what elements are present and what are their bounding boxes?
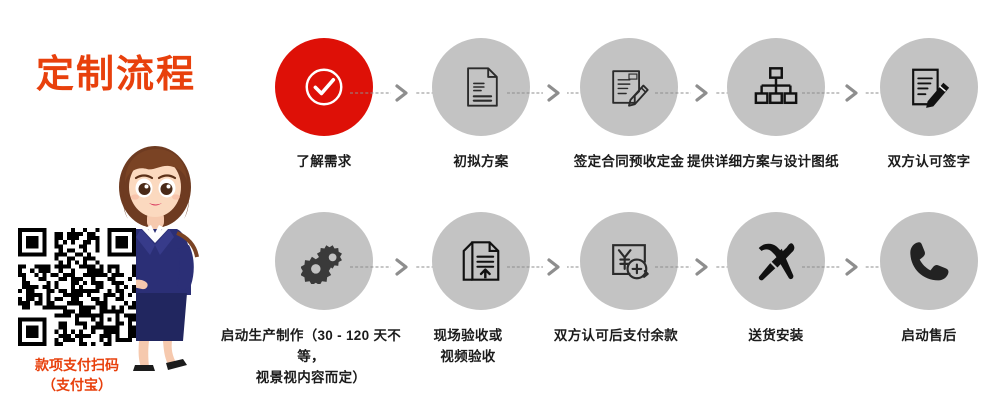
qr-caption-line-1: 款项支付扫码 [35,357,119,373]
process-step-3[interactable]: 签定合同预收定金 [555,38,703,213]
process-step-label: 现场验收或 视频验收 [433,328,503,364]
chevron-right-icon [543,258,567,276]
process-flow-row-2: 启动生产制作（30 - 120 天不等， 视景视内容而定） 现场验收或 视频验收 双… [221,212,989,387]
check-circle-icon [301,64,347,110]
process-connector [802,258,903,276]
process-step-circle [727,38,825,136]
process-step-label: 提供详细方案与设计图纸 [687,154,839,169]
chevron-right-icon [840,258,865,276]
process-step-label: 初拟方案 [453,154,509,169]
process-step-4[interactable]: 提供详细方案与设计图纸 [687,38,850,213]
process-step-7[interactable]: 现场验收或 视频验收 [407,212,555,387]
chevron-right-icon [543,84,567,102]
process-step-label: 启动生产制作（30 - 120 天不等， 视景视内容而定） [220,328,402,385]
qr-code[interactable] [18,228,136,346]
process-step-label: 启动售后 [901,328,957,343]
process-step-label: 签定合同预收定金 [573,154,685,169]
process-step-circle [432,38,530,136]
left-panel: 定制流程 [0,0,250,400]
businesswoman-illustration [103,145,207,373]
process-step-circle [880,38,978,136]
phone-icon [906,238,952,284]
process-connector [350,258,455,276]
process-connector [507,84,603,102]
process-step-label: 送货安装 [748,328,804,343]
process-step-1[interactable]: 了解需求 [250,38,398,213]
contract-sign-icon [606,64,652,110]
process-step-label: 双方认可签字 [887,154,971,169]
process-step-circle [580,38,678,136]
yen-payment-icon [606,238,652,284]
process-connector [655,84,750,102]
gears-icon [301,238,347,284]
process-step-circle [275,212,373,310]
org-chart-icon [753,64,799,110]
process-step-label: 双方认可后支付余款 [553,328,679,343]
chevron-right-icon [390,258,415,276]
payment-qr-block: 款项支付扫码 （支付宝） [18,228,136,396]
qr-caption-line-2: （支付宝） [42,377,112,394]
process-connector [655,258,750,276]
process-step-5[interactable]: 双方认可签字 [855,38,989,213]
chevron-right-icon [840,84,865,102]
signed-document-icon [906,64,952,110]
chevron-right-icon [690,258,715,276]
process-step-9[interactable]: 送货安装 [702,212,850,387]
process-connector [802,84,903,102]
process-flow-row-1: 了解需求 初拟方案 签定合同预收定金提供详细方案与设计图纸 双方认可签字 [250,38,989,213]
process-step-8[interactable]: 双方认可后支付余款 [554,212,703,387]
process-step-circle [432,212,530,310]
chevron-right-icon [690,84,715,102]
process-step-circle [727,212,825,310]
chevron-right-icon [390,84,415,102]
process-step-10[interactable]: 启动售后 [855,212,989,387]
process-step-label: 了解需求 [296,154,352,169]
process-connector [350,84,455,102]
process-step-circle [880,212,978,310]
hammer-screwdriver-icon [753,238,799,284]
page-title: 定制流程 [36,54,197,96]
process-flow: 了解需求 初拟方案 签定合同预收定金提供详细方案与设计图纸 双方认可签字 启动生产制作… [221,0,989,400]
process-step-circle [275,38,373,136]
process-step-circle [580,212,678,310]
document-upload-icon [458,238,504,284]
process-connector [507,258,603,276]
process-step-6[interactable]: 启动生产制作（30 - 120 天不等， 视景视内容而定） [221,212,401,387]
document-icon [458,64,504,110]
process-step-2[interactable]: 初拟方案 [407,38,555,213]
